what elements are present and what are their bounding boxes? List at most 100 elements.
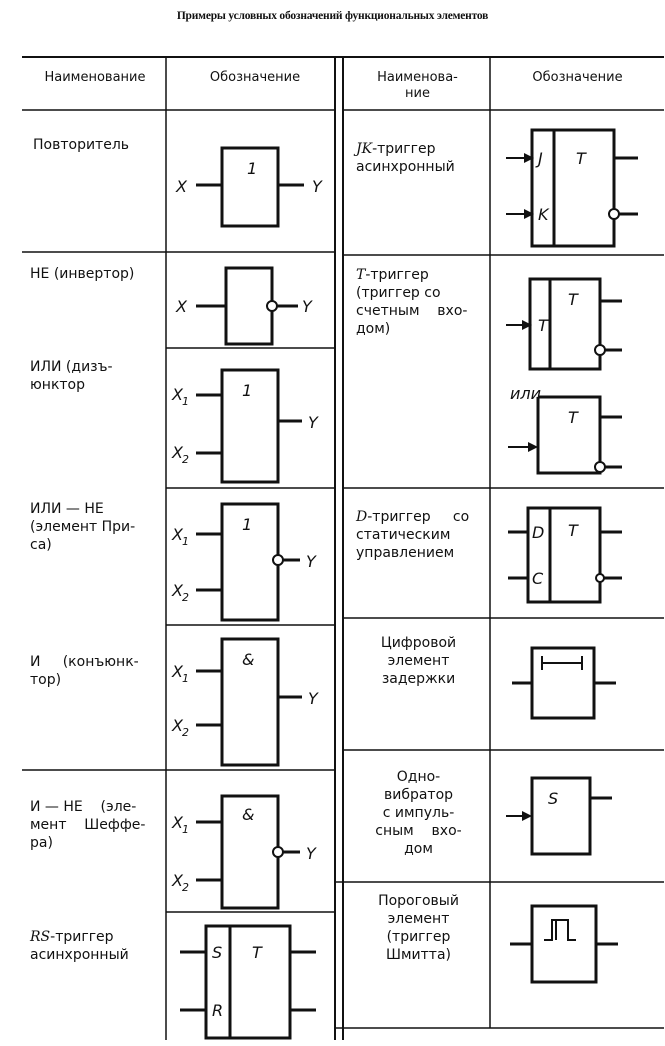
symbol-repeater: 1 X Y bbox=[175, 146, 323, 228]
name-oneshot-line5: дом bbox=[404, 841, 433, 857]
header-symbol-right: Обозначение bbox=[532, 70, 623, 85]
name-t-line3: счетным вхо- bbox=[356, 303, 468, 319]
symbol-sub-2: 2 bbox=[182, 453, 189, 466]
name-oneshot-line1: Одно- bbox=[396, 769, 441, 785]
header-symbol-left: Обозначение bbox=[209, 70, 301, 85]
arrow-icon bbox=[524, 209, 534, 219]
arrow-icon bbox=[528, 442, 538, 452]
symbol-label-t: T bbox=[568, 290, 579, 309]
name-nor-line2: (элемент При- bbox=[30, 519, 136, 535]
symbol-label-and: & bbox=[242, 650, 254, 669]
symbol-label-t-input: T bbox=[538, 316, 549, 335]
symbol-label-one: 1 bbox=[242, 515, 252, 534]
name-nor-line1: ИЛИ — НЕ bbox=[30, 501, 104, 517]
name-d-italic: D bbox=[356, 509, 368, 525]
symbol-and: & X 1 X 2 Y bbox=[171, 637, 319, 767]
symbol-label-k: K bbox=[538, 205, 550, 224]
name-and-line1: И (конъюнк- bbox=[30, 654, 139, 670]
name-digital-delay: Цифровой элемент задержки bbox=[356, 634, 481, 688]
name-delay-line1: Цифровой bbox=[380, 635, 457, 651]
symbol-or: 1 X 1 X 2 Y bbox=[171, 368, 319, 484]
symbol-sub-1: 1 bbox=[182, 535, 189, 548]
symbol-input-x1: X bbox=[171, 662, 184, 681]
name-schmitt-trigger: Пороговый элемент (триггер Шмитта) bbox=[356, 892, 481, 964]
symbol-digital-delay bbox=[512, 646, 616, 720]
name-jk-italic: JK bbox=[356, 141, 373, 157]
name-d-rest: -триггер со bbox=[367, 509, 470, 525]
name-nand-line2: мент Шеффе- bbox=[30, 817, 146, 833]
symbol-input-x: X bbox=[175, 177, 188, 196]
name-oneshot-line3: с импуль- bbox=[382, 805, 455, 821]
name-t-line2: (триггер со bbox=[356, 285, 441, 301]
arrow-icon bbox=[522, 811, 532, 821]
name-and-line2: тор) bbox=[30, 672, 62, 688]
symbol-label-one: 1 bbox=[247, 159, 257, 178]
symbol-input-x2: X bbox=[171, 871, 184, 890]
name-rs-trigger: RS-триггер асинхронный bbox=[30, 928, 164, 964]
symbol-label-c: C bbox=[532, 569, 544, 588]
name-d-line2: статическим bbox=[356, 527, 451, 543]
symbol-label-t: T bbox=[576, 149, 587, 168]
name-repeater: Повторитель bbox=[33, 137, 130, 153]
name-nand: И — НЕ (эле- мент Шеффе- ра) bbox=[30, 798, 164, 852]
name-delay-line3: задержки bbox=[381, 671, 456, 687]
symbol-rs-trigger: S R T bbox=[180, 924, 316, 1040]
symbol-label-s: S bbox=[212, 943, 222, 962]
symbol-sub-1: 1 bbox=[182, 672, 189, 685]
symbol-sub-2: 2 bbox=[182, 881, 189, 894]
symbol-sub-1: 1 bbox=[182, 823, 189, 836]
name-jk-line2: асинхронный bbox=[356, 159, 455, 175]
symbol-output-y: Y bbox=[308, 413, 319, 432]
symbol-output-y: Y bbox=[308, 689, 319, 708]
name-schmitt-line2: элемент bbox=[387, 911, 450, 927]
symbol-nor: 1 X 1 X 2 Y bbox=[171, 502, 317, 622]
symbol-output-y: Y bbox=[302, 297, 313, 316]
symbol-input-x2: X bbox=[171, 716, 184, 735]
name-rs-line2: асинхронный bbox=[30, 947, 129, 963]
name-jk-rest: -триггер bbox=[372, 141, 436, 157]
symbol-label-and: & bbox=[242, 805, 254, 824]
symbol-sub-2: 2 bbox=[182, 726, 189, 739]
symbol-input-x1: X bbox=[171, 385, 184, 404]
symbol-input-x2: X bbox=[171, 581, 184, 600]
header-name-right-line2: ние bbox=[405, 86, 430, 101]
name-d-trigger: D-триггер со статическим управлением bbox=[356, 508, 486, 562]
symbol-t-trigger: T T или T bbox=[506, 277, 622, 475]
hysteresis-icon bbox=[544, 919, 576, 941]
symbol-label-one: 1 bbox=[242, 381, 252, 400]
name-or-line2: юнктор bbox=[30, 377, 86, 393]
symbol-output-y: Y bbox=[306, 552, 317, 571]
name-jk-trigger: JK-триггер асинхронный bbox=[356, 140, 486, 176]
name-nor: ИЛИ — НЕ (элемент При- са) bbox=[30, 500, 164, 554]
symbol-label-t: T bbox=[568, 521, 579, 540]
name-d-line3: управлением bbox=[356, 545, 455, 561]
name-not-inverter: НЕ (инвертор) bbox=[30, 266, 135, 282]
symbol-input-x: X bbox=[175, 297, 188, 316]
name-delay-line2: элемент bbox=[387, 653, 450, 669]
symbol-d-trigger: D C T bbox=[508, 506, 622, 604]
symbol-input-x1: X bbox=[171, 813, 184, 832]
name-t-line4: дом) bbox=[356, 321, 391, 337]
symbol-label-t: T bbox=[252, 943, 263, 962]
page-title: Примеры условных обозначений функциональ… bbox=[176, 10, 489, 22]
symbol-label-d: D bbox=[532, 523, 544, 542]
symbol-output-y: Y bbox=[306, 844, 317, 863]
symbol-sub-1: 1 bbox=[182, 395, 189, 408]
symbol-output-y: Y bbox=[312, 177, 323, 196]
name-or: ИЛИ (дизъ- юнктор bbox=[30, 358, 164, 394]
symbol-label-j: J bbox=[535, 149, 543, 168]
name-or-line1: ИЛИ (дизъ- bbox=[30, 359, 113, 375]
name-rs-italic: RS bbox=[30, 929, 51, 945]
name-nand-line3: ра) bbox=[30, 835, 53, 851]
arrow-icon bbox=[524, 153, 534, 163]
symbol-schmitt-trigger bbox=[510, 904, 618, 984]
header-name-left: Наименование bbox=[44, 70, 146, 85]
name-t-trigger: T-триггер (триггер со счетным вхо- дом) bbox=[356, 266, 486, 338]
header-name-right: Наименова- ние bbox=[350, 70, 485, 102]
name-and: И (конъюнк- тор) bbox=[30, 653, 164, 689]
arrow-icon bbox=[522, 320, 532, 330]
symbol-jk-trigger: J K T bbox=[506, 128, 638, 248]
symbol-sub-2: 2 bbox=[182, 591, 189, 604]
name-one-shot: Одно- вибратор с импуль- сным вхо- дом bbox=[356, 768, 481, 858]
